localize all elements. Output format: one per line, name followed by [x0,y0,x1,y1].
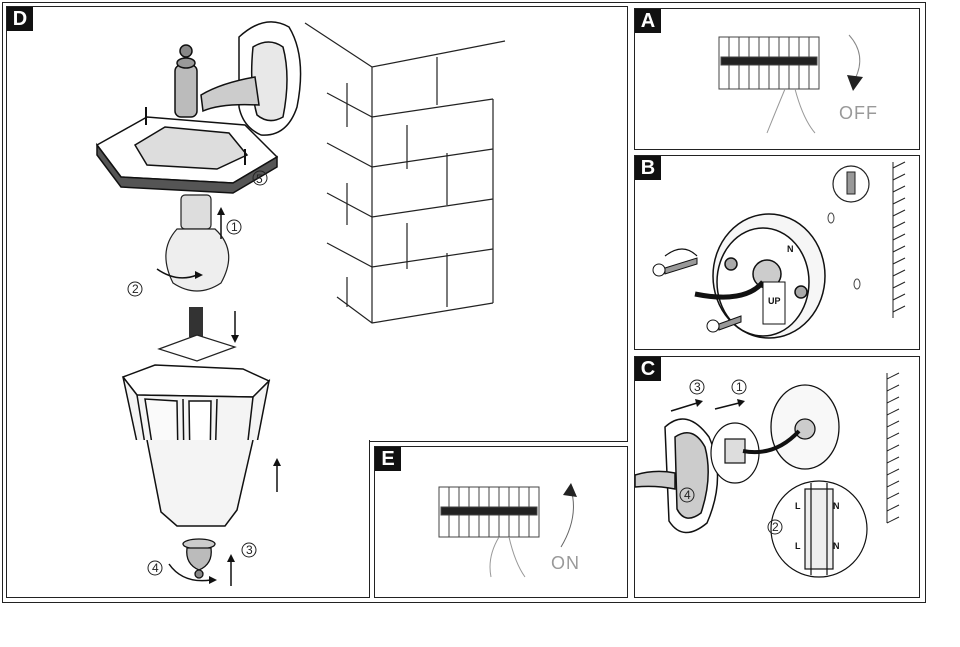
panel-e-label: E [375,447,401,471]
step-4-label: 4 [684,488,691,502]
hand-icon [489,536,526,578]
svg-text:3: 3 [246,543,253,557]
terminal-block-icon [710,422,760,484]
terminal-n-top: N [833,501,840,511]
wiring-detail-icon [770,480,868,578]
panel-e: E ON [374,446,628,598]
panel-a-illustration: OFF [718,34,878,134]
n-text: N [787,244,794,254]
on-text: ON [551,553,580,573]
step-1-label: 1 [231,220,238,234]
instruction-sheet [2,2,926,603]
svg-text:4: 4 [152,561,159,575]
panel-d: D 5 [6,6,628,442]
panel-c-illustration: 3 1 4 L N L N 2 [635,372,900,578]
circuit-breaker-icon [718,36,820,90]
terminal-n-bottom: N [833,541,840,551]
panel-a: A OFF [634,8,920,150]
panel-d-label: D [7,7,33,31]
panel-d-lower: 4 3 [6,440,370,598]
panel-b-illustration: UP N [652,161,906,339]
bulb-icon [165,194,230,292]
hand-icon [766,88,816,134]
step-1-label: 1 [736,380,743,394]
arrow-icon [847,75,863,91]
lantern-roof-icon [95,21,302,194]
panel-e-illustration: ON [438,483,580,578]
panel-a-label: A [635,9,661,33]
lantern-bracket-icon [635,418,719,534]
mounting-plate-icon [770,384,840,470]
step-2-label: 2 [132,282,139,296]
gasket-icon [157,334,237,362]
wall-plug-icon [846,171,856,195]
panel-b: B UP N [634,155,920,350]
lantern-icon [121,364,271,441]
circuit-breaker-icon [438,486,540,538]
terminal-l-bottom: L [795,541,801,551]
brick-wall-icon [304,22,506,324]
mounting-plate-icon [712,213,826,339]
wall-hatching-icon [892,161,906,318]
up-text: UP [768,296,781,306]
panel-b-label: B [635,156,661,180]
step-3-label: 3 [694,380,701,394]
panel-c-label: C [635,357,661,381]
step-5-label: 5 [256,172,263,186]
screw-icon [652,257,742,333]
arrow-icon [563,483,577,497]
panel-d-illustration: 5 2 1 [95,21,506,441]
terminal-l-top: L [795,501,801,511]
step-2-label: 2 [772,520,779,534]
wall-hatching-icon [886,372,900,524]
screw-icon [189,307,203,337]
off-text: OFF [839,103,878,123]
panel-c: C 3 1 4 [634,356,920,598]
